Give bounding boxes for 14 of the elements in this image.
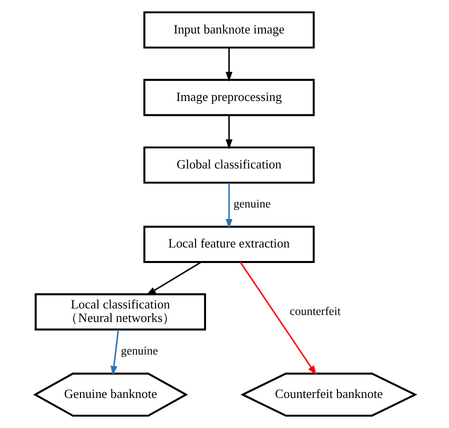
edge-label: genuine <box>120 344 158 358</box>
node-box: Global classification <box>142 146 314 184</box>
edge-label: genuine <box>232 198 270 211</box>
arrow <box>225 48 232 82</box>
arrow <box>225 115 232 150</box>
node-box: Local feature extraction <box>142 226 314 263</box>
edge-label: counterfeit <box>289 304 340 318</box>
arrow <box>225 182 232 229</box>
arrow <box>146 261 202 296</box>
node-box: Local classification （Neural networks） <box>34 293 206 330</box>
node-box: Input banknote image <box>142 11 314 49</box>
arrow <box>110 330 119 376</box>
arrow <box>239 262 316 376</box>
node-box: Image preprocessing <box>142 78 314 116</box>
